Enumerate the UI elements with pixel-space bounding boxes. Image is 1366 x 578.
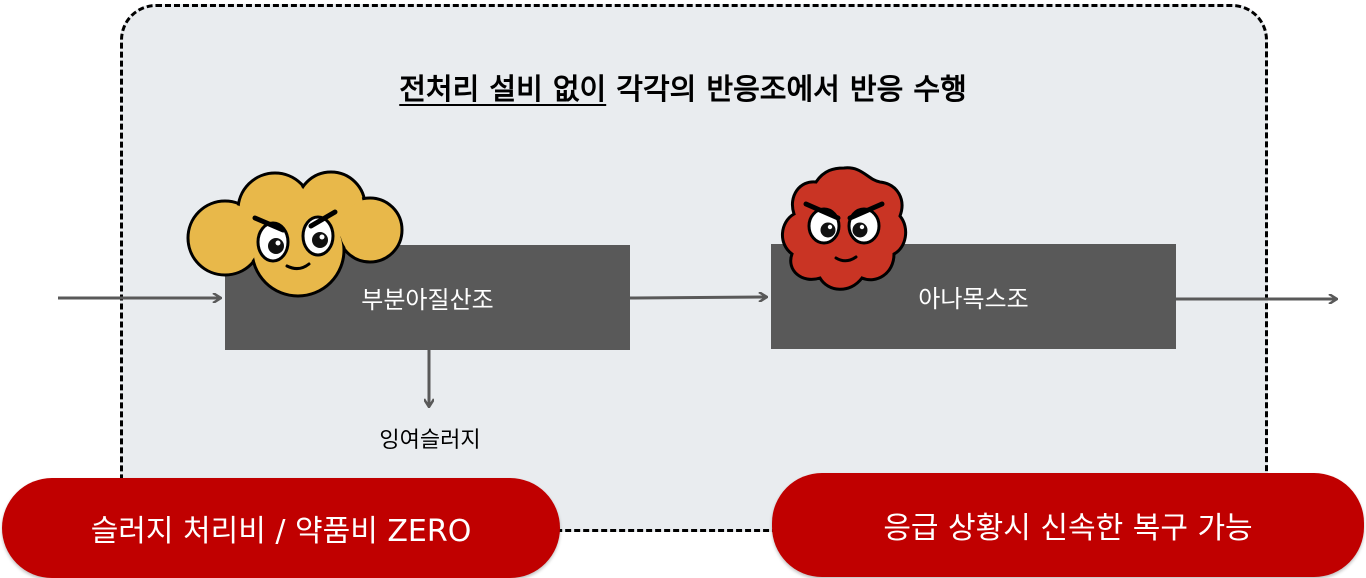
- benefit-rapid-recovery-badge: 응급 상황시 신속한 복구 가능: [772, 473, 1364, 577]
- tank2-label: 아나목스조: [918, 285, 1029, 313]
- benefit-right-label: 응급 상황시 신속한 복구 가능: [883, 511, 1253, 546]
- title-underlined-part: 전처리 설비 없이: [399, 72, 607, 106]
- byproduct-label: 잉여슬러지: [379, 428, 481, 453]
- tank1-label: 부분아질산조: [361, 286, 494, 314]
- benefit-cost-zero-badge: 슬러지 처리비 / 약품비 ZERO: [2, 478, 560, 578]
- title-rest-part: 각각의 반응조에서 반응 수행: [606, 72, 967, 106]
- yellow-cloud-mascot-icon: [186, 170, 404, 298]
- connector-arrow-icon: [629, 297, 766, 298]
- red-blob-mascot-icon: [781, 166, 908, 291]
- diagram-title: 전처리 설비 없이 각각의 반응조에서 반응 수행: [0, 66, 1366, 108]
- benefit-left-label: 슬러지 처리비 / 약품비 ZERO: [90, 514, 472, 549]
